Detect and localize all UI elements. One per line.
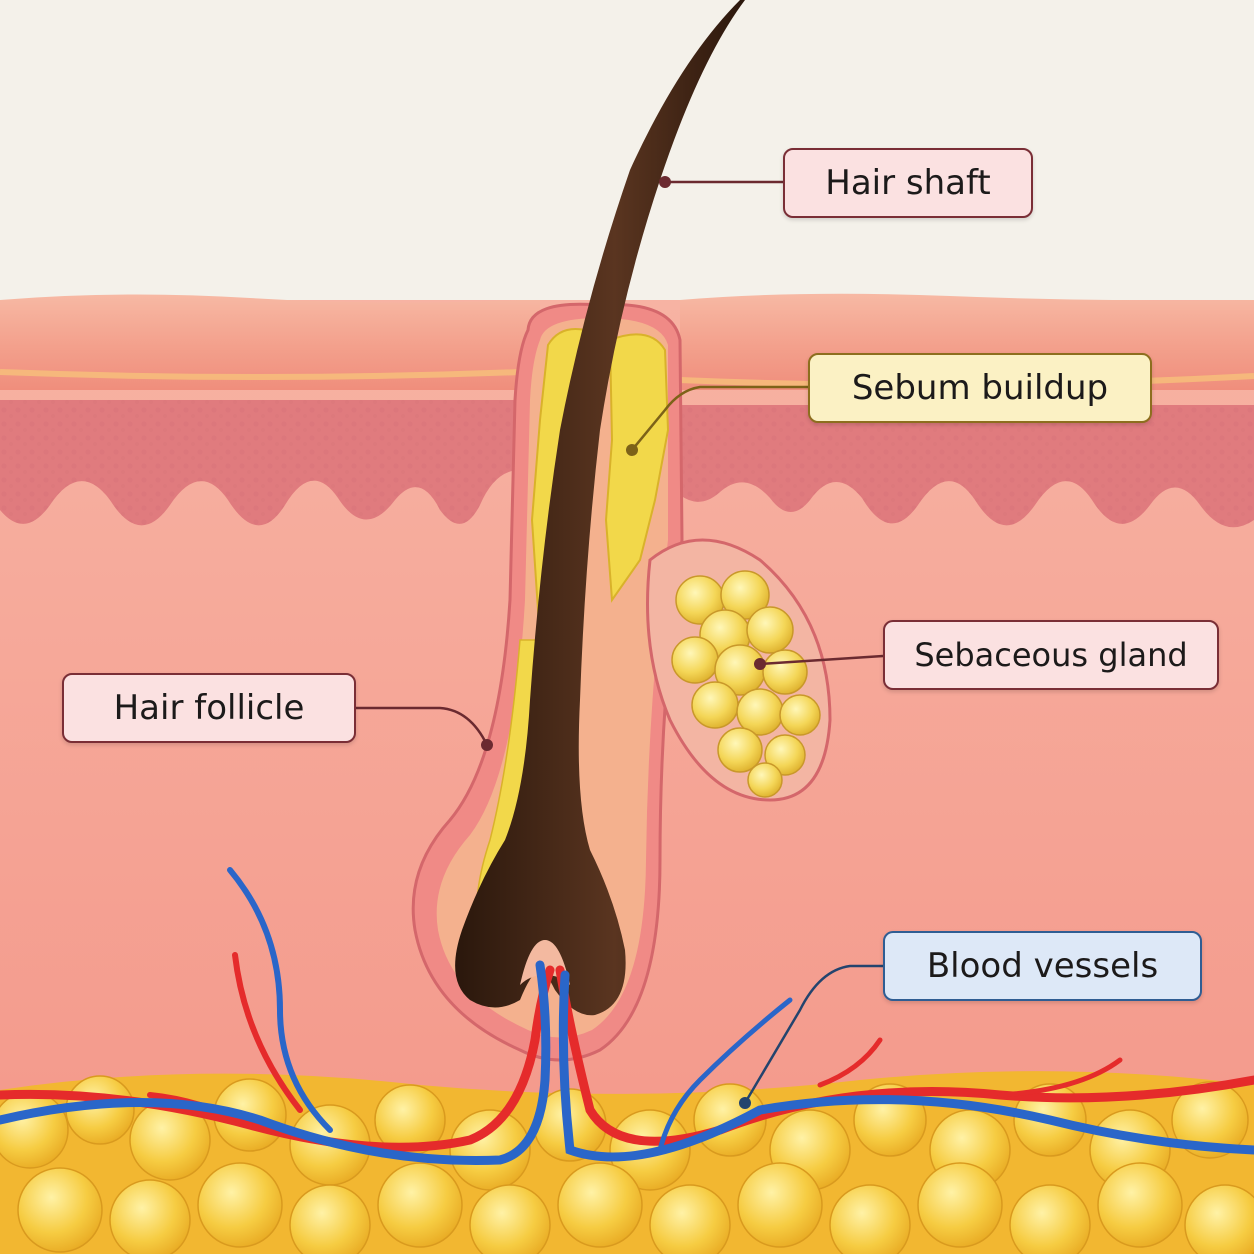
- leader-sebum-buildup: [631, 385, 808, 451]
- label-hair-shaft: Hair shaft: [783, 148, 1033, 218]
- leader-dots: [481, 176, 766, 1109]
- label-sebum-buildup: Sebum buildup: [808, 353, 1152, 423]
- dot-blood-vessels: [739, 1097, 751, 1109]
- blood-vessels: [0, 867, 1254, 1165]
- vein-branch-right: [657, 997, 793, 1153]
- label-blood-vessels: Blood vessels: [883, 931, 1202, 1001]
- leader-blood-vessels: [743, 964, 883, 1104]
- sebaceous-gland: [671, 570, 821, 798]
- dot-sebum-buildup: [626, 444, 638, 456]
- dot-sebaceous-gland: [754, 658, 766, 670]
- leader-lines: [356, 180, 884, 1104]
- label-sebaceous-gland: Sebaceous gland: [883, 620, 1219, 690]
- artery-branch-right: [817, 1037, 1123, 1098]
- vein-branch-left: [227, 867, 333, 1133]
- vein-main: [0, 960, 1254, 1165]
- hair-shaft: [455, 0, 745, 1016]
- leader-sebaceous-gland: [759, 654, 884, 666]
- label-hair-follicle: Hair follicle: [62, 673, 356, 743]
- leader-hair-follicle: [356, 706, 489, 746]
- dot-hair-follicle: [481, 739, 493, 751]
- dot-hair-shaft: [659, 176, 671, 188]
